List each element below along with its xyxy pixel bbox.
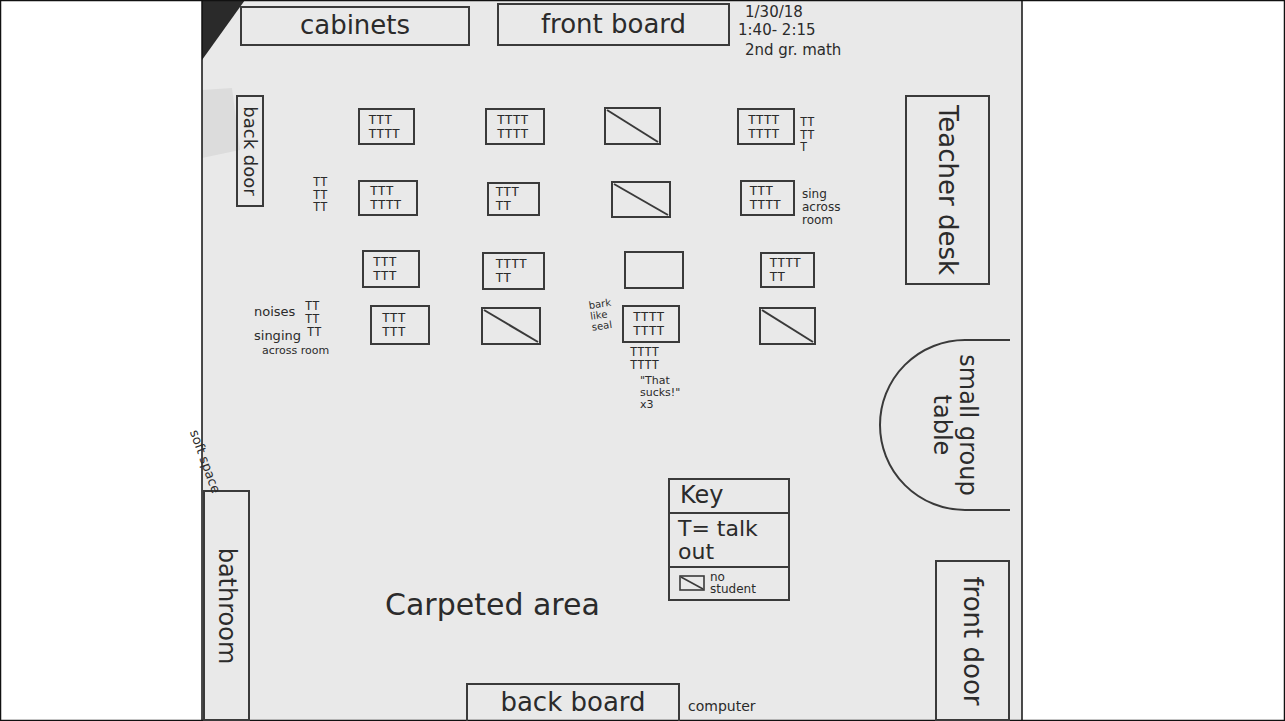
node-label: front board (541, 10, 686, 40)
desk-tally: TTTT TTTT (622, 305, 680, 343)
tally-marks: TTTT TTTT (630, 346, 663, 371)
note-label: 1/30/18 (745, 4, 803, 21)
note-label: singing (254, 329, 301, 343)
desk-tally: TTTT TTTT (485, 108, 545, 145)
tally-marks: TT (307, 326, 321, 339)
paper-scrap (202, 88, 240, 158)
empty-desks (482, 108, 815, 344)
note-label: sing across room (802, 188, 852, 228)
note-label: noises (254, 305, 295, 319)
bathroom-box: bathroom (203, 490, 250, 721)
empty-desk (482, 308, 540, 344)
desk-tally: TTT TT (487, 182, 540, 216)
note-label: bark like seal (588, 296, 622, 333)
empty-desk (612, 182, 670, 217)
tally-marks: TTT TTT (373, 255, 409, 282)
key-box: KeyT= talk out no student (668, 478, 790, 601)
legend-row: T= talk out (670, 514, 788, 568)
back-door-box: back door (236, 95, 264, 207)
desk-tally: TTTT TT (760, 252, 815, 288)
empty-desk (625, 252, 683, 288)
tally-marks: TTTT TT (770, 256, 806, 283)
node-label: Teacher desk (933, 102, 962, 278)
paper-sheet (202, 0, 1022, 721)
legend-text: no student (710, 571, 764, 596)
legend-text: T= talk out (678, 517, 780, 563)
teacher-desk-box: Teacher desk (905, 95, 990, 285)
node-label: back door (240, 102, 260, 200)
empty-desk (760, 308, 815, 344)
back-board-box: back board (466, 683, 680, 721)
desk-tally: TTT TTTT (358, 108, 415, 145)
tally-marks: TT TT T (800, 116, 819, 154)
tally-marks: TTT TTTT (750, 184, 786, 211)
tally-marks: TTT TTT (382, 311, 418, 338)
tally-marks: TTTT TT (496, 257, 532, 284)
tally-marks: TTTT TTTT (633, 310, 669, 337)
empty-desk (605, 108, 660, 144)
tally-marks: TT TT TT (313, 176, 332, 214)
desk-slash (762, 310, 813, 342)
tally-marks: TTT TT (496, 185, 532, 212)
tally-marks: TTT TTTT (370, 184, 406, 211)
note-label: 2nd gr. math (745, 42, 841, 59)
desk-slash (607, 110, 658, 142)
node-label: cabinets (300, 11, 410, 41)
tally-marks: TTTT TTTT (748, 113, 784, 140)
node-label: Key (670, 480, 788, 514)
node-label: front door (958, 567, 987, 714)
node-label: back board (500, 688, 645, 718)
desk-slash (614, 184, 668, 215)
legend-row: no student (670, 568, 788, 599)
desk-tally: TTT TTTT (740, 180, 795, 216)
note-label: across room (262, 345, 329, 357)
desk-tally: TTT TTT (370, 305, 430, 345)
swatch-box (680, 576, 704, 590)
desk-tally: TTT TTT (362, 250, 420, 288)
tally-marks: TT (305, 313, 319, 326)
frame-line (1021, 0, 1023, 721)
desk-tally: TTT TTTT (358, 180, 418, 216)
node-label: bathroom (213, 497, 239, 714)
front-board-box: front board (497, 3, 730, 46)
desk-tally: TTTT TT (482, 252, 545, 290)
note-label: 1:40- 2:15 (738, 22, 816, 39)
swatch-slash (681, 577, 703, 589)
tally-marks: TTT TTTT (369, 113, 405, 140)
note-label: "That sucks!" x3 (640, 375, 688, 411)
legend-swatch (678, 574, 706, 592)
tally-marks: TTTT TTTT (497, 113, 533, 140)
table-corner (202, 0, 245, 60)
desk-tally: TTTT TTTT (737, 108, 795, 145)
desk-slash (484, 310, 538, 342)
note-label: computer (688, 699, 756, 714)
front-door-box: front door (935, 560, 1010, 721)
note-label: Carpeted area (385, 588, 600, 621)
node-label: small group table (928, 345, 981, 505)
tally-marks: TT (305, 300, 319, 313)
cabinets-box: cabinets (240, 6, 470, 46)
table-outline-path (880, 340, 1010, 510)
small-group-table: small group table (875, 338, 1010, 512)
